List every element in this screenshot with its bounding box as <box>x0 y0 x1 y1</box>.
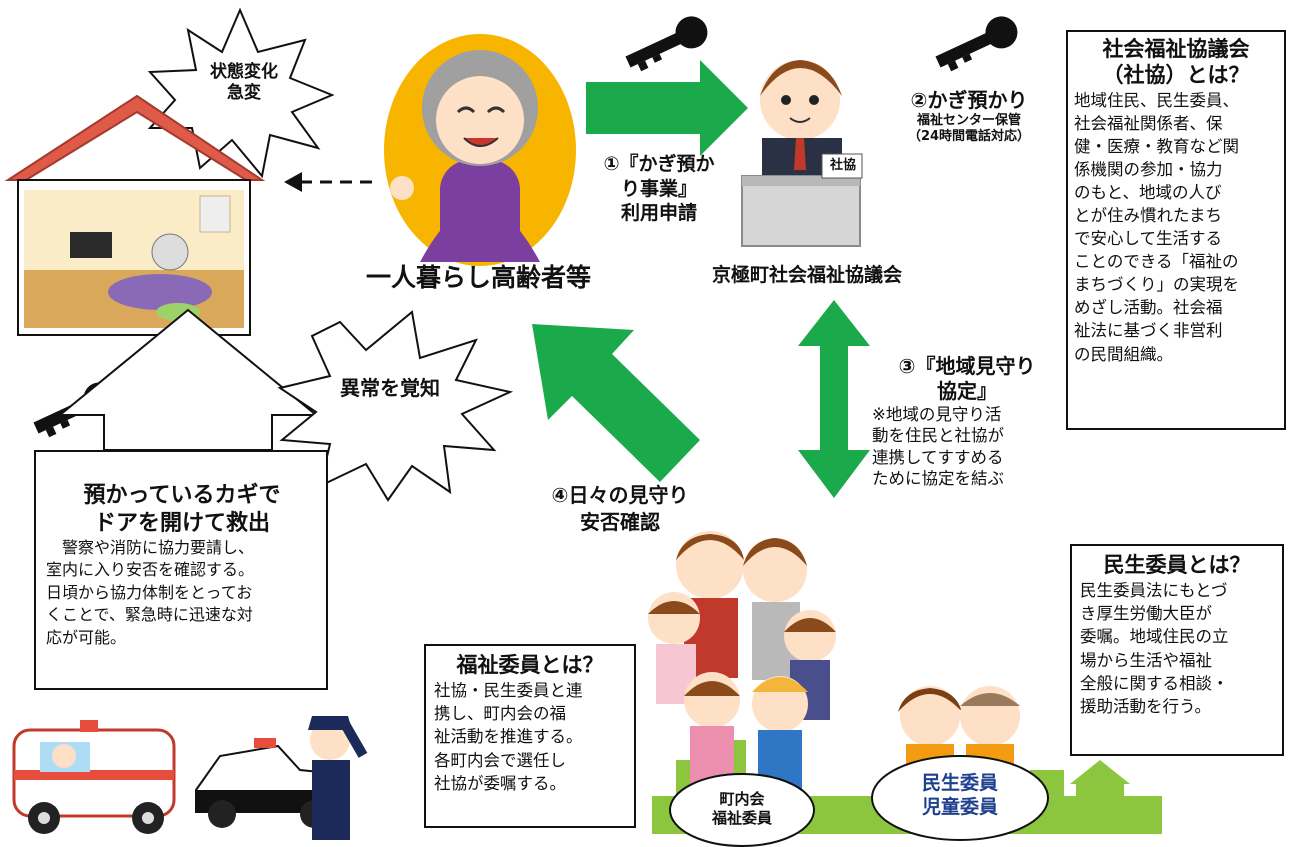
minsei-body-line: 全般に関する相談・ <box>1080 673 1229 693</box>
shakyo-body-line: の民間組織。 <box>1074 344 1173 364</box>
fukushi-body-line: 社協・民生委員と連 <box>434 681 583 701</box>
fukushi-box-body: 社協・民生委員と連携し、町内会の福祉活動を推進する。各町内会で選任し社協が委嘱す… <box>434 679 626 794</box>
step3-note-line: ※地域の見守り活 <box>872 405 1002 424</box>
minsei-body-line: 委嘱。地域住民の立 <box>1080 627 1229 647</box>
rescue-body-line: 応が可能。 <box>46 627 127 647</box>
rescue-title2: ドアを開けて救出 <box>93 510 270 536</box>
step2-title: ②かぎ預かり <box>910 88 1028 112</box>
step2-sub1: 福祉センター保管 <box>916 113 1021 128</box>
shakyo-body-line: のもと、地域の人び <box>1074 182 1222 202</box>
shakyo-box-title2: （社協）とは？ <box>1102 63 1250 88</box>
rescue-body-line: くことで、緊急時に迅速な対 <box>46 605 253 625</box>
step4-line1: ④日々の見守り <box>551 483 689 507</box>
shakyo-box-body: 地域住民、民生委員、社会福祉関係者、保健・医療・教育など関係機関の参加・協力のも… <box>1074 89 1278 366</box>
rescue-title1: 預かっているカギで <box>83 483 281 508</box>
fukushi-body-line: 祉活動を推進する。 <box>434 727 583 747</box>
fukushi-body-line: 社協が委嘱する。 <box>434 773 566 793</box>
fukushi-body-line: 携し、町内会の福 <box>434 704 566 724</box>
step1-line3: 利用申請 <box>620 202 697 225</box>
status-burst-text: 状態変化 急変 <box>196 62 292 105</box>
dashed-arrow-to-house <box>284 172 372 192</box>
rescue-body: 警察や消防に協力要請し、室内に入り安否を確認する。日頃から協力体制をとっておくこ… <box>46 537 318 649</box>
step3-note-line: ために協定を結ぶ <box>872 469 1004 489</box>
shakyo-body-line: で安心して生活する <box>1074 229 1223 249</box>
step1-line1: ①『かぎ預か <box>603 153 715 175</box>
green-arrow-step4 <box>532 324 700 482</box>
step3-title1: ③『地域見守り <box>898 354 1036 378</box>
key-icon <box>625 16 708 72</box>
rescue-body-line: 日頃から協力体制をとってお <box>46 582 253 602</box>
outline-arrow-rescue <box>57 308 319 451</box>
step4-text: ④日々の見守り 安否確認 <box>520 482 720 536</box>
step4-line2: 安否確認 <box>580 510 660 534</box>
council-label: 京極町社会福祉協議会 <box>712 264 903 286</box>
shakyo-body-line: ことのできる「福祉の <box>1074 252 1239 272</box>
fukushi-info-box: 福祉委員とは？ 社協・民生委員と連携し、町内会の福祉活動を推進する。各町内会で選… <box>424 644 636 828</box>
shakyo-body-line: 地域住民、民生委員、 <box>1074 90 1239 110</box>
shakyo-body-line: とが住み慣れたまち <box>1074 205 1223 225</box>
shakyo-body-line: 社会福祉関係者、保 <box>1074 113 1223 133</box>
shakyo-box-title1: 社会福祉協議会 <box>1102 37 1250 61</box>
rescue-body-line: 警察や消防に協力要請し、 <box>46 538 255 557</box>
elderly-person-illustration <box>384 34 576 266</box>
minsei-box-body: 民生委員法にもとづき厚生労働大臣が委嘱。地域住民の立場から生活や福祉全般に関する… <box>1080 579 1274 718</box>
minsei-body-line: き厚生労働大臣が <box>1080 604 1212 624</box>
alert-burst <box>277 310 514 502</box>
shakyo-info-box: 社会福祉協議会 （社協）とは？ 地域住民、民生委員、社会福祉関係者、保健・医療・… <box>1066 30 1286 430</box>
fukushi-box-title: 福祉委員とは？ <box>456 653 604 677</box>
oval-minsei-line2: 児童委員 <box>921 795 998 818</box>
oval-chonaikai-text: 町内会 福祉委員 <box>680 790 804 828</box>
oval-chonaikai <box>669 773 815 847</box>
green-arrow-step1 <box>586 60 748 156</box>
minsei-body-line: 場から生活や福祉 <box>1080 650 1212 670</box>
step3-note-line: 連携してすすめる <box>872 447 1004 467</box>
step1-line2: り事業』 <box>620 177 697 200</box>
rescue-info-box: 預かっているカギで ドアを開けて救出 警察や消防に協力要請し、室内に入り安否を確… <box>34 450 328 690</box>
key-icon <box>935 16 1018 72</box>
oval-chonaikai-line1: 町内会 <box>719 790 765 808</box>
step3-note: ※地域の見守り活動を住民と社協が連携してすすめるために協定を結ぶ <box>872 404 1062 490</box>
shakyo-body-line: 健・医療・教育など関 <box>1074 136 1239 156</box>
shakyo-body-line: 祉法に基づく非営利 <box>1074 321 1223 341</box>
minsei-box-title: 民生委員とは？ <box>1103 553 1251 577</box>
step3-text: ③『地域見守り 協定』 ※地域の見守り活動を住民と社協が連携してすすめるために協… <box>872 354 1062 490</box>
oval-minsei-text: 民生委員 児童委員 <box>880 772 1040 820</box>
status-burst-line2: 急変 <box>227 83 261 104</box>
shakyo-body-line: めざし活動。社会福 <box>1074 298 1223 318</box>
step3-note-line: 動を住民と社協が <box>872 426 1004 446</box>
shakyo-body-line: まちづくり」の実現を <box>1074 275 1239 295</box>
alert-burst-text: 異常を覚知 <box>340 376 440 400</box>
shakyo-body-line: 係機関の参加・協力 <box>1074 159 1223 179</box>
step1-text: ①『かぎ預か り事業』 利用申請 <box>584 152 734 226</box>
green-arrow-step3 <box>798 300 870 498</box>
rescue-body-line: 室内に入り安否を確認する。 <box>46 560 255 580</box>
minsei-body-line: 援助活動を行う。 <box>1080 696 1212 716</box>
oval-minsei-line1: 民生委員 <box>921 772 998 794</box>
oval-minsei <box>871 755 1049 841</box>
person-label: 一人暮らし高齢者等 <box>366 263 592 292</box>
desk-sign: 社協 <box>829 158 856 173</box>
step3-title2: 協定』 <box>937 379 997 403</box>
police-car-illustration <box>195 738 341 828</box>
fukushi-body-line: 各町内会で選任し <box>434 750 566 770</box>
council-staff-illustration <box>741 60 863 247</box>
step2-sub2: （24時間電話対応） <box>907 129 1031 145</box>
step2-text: ②かぎ預かり 福祉センター保管 （24時間電話対応） <box>876 88 1062 146</box>
police-officer-illustration <box>308 716 368 840</box>
ambulance-illustration <box>12 720 176 834</box>
oval-chonaikai-line2: 福祉委員 <box>711 808 772 827</box>
minsei-body-line: 民生委員法にもとづ <box>1080 581 1228 601</box>
house-illustration <box>4 94 266 336</box>
status-burst-line1: 状態変化 <box>210 62 278 82</box>
minsei-info-box: 民生委員とは？ 民生委員法にもとづき厚生労働大臣が委嘱。地域住民の立場から生活や… <box>1070 544 1284 756</box>
